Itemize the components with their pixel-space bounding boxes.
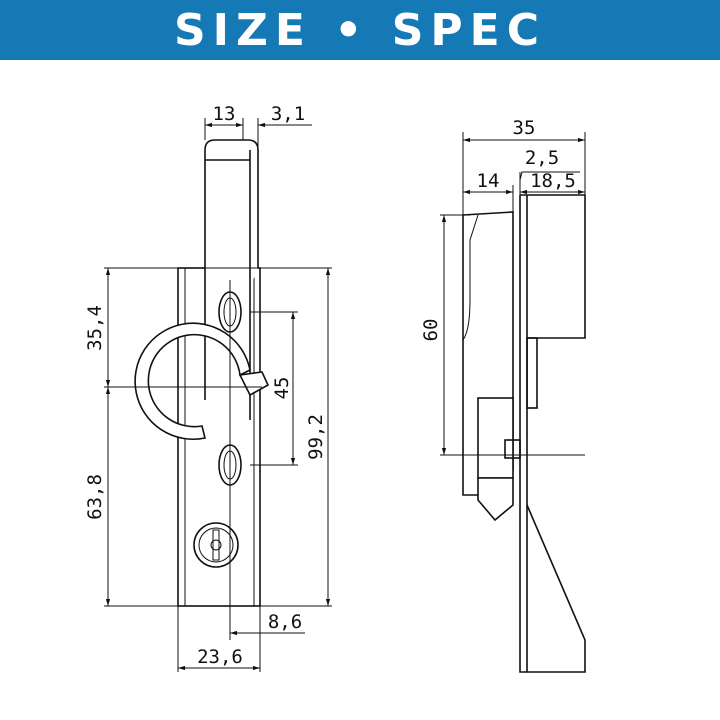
dim-lever-offset: 3,1 xyxy=(271,103,305,125)
key-cylinder xyxy=(193,522,239,568)
body-lower xyxy=(526,504,586,673)
dim-slot-offset: 8,6 xyxy=(268,611,302,633)
dim-upper-height: 35,4 xyxy=(84,305,106,351)
dim-total-height: 99,2 xyxy=(305,414,327,460)
dim-lower-height: 63,8 xyxy=(84,474,106,520)
front-view: 13 3,1 35,4 63,8 45 99,2 8,6 23,6 xyxy=(84,103,332,672)
dim-lever-width: 13 xyxy=(213,103,236,125)
latch-block xyxy=(477,397,514,479)
dim-lever-height: 60 xyxy=(420,319,442,342)
body-upper xyxy=(520,194,586,339)
dim-plate-width: 23,6 xyxy=(197,646,243,668)
dim-total-depth: 35 xyxy=(513,117,536,139)
header-banner: SIZE • SPEC xyxy=(0,0,720,60)
dim-plate-thickness: 2,5 xyxy=(525,147,559,169)
side-view: 35 2,5 14 18,5 60 xyxy=(420,117,586,673)
header-title: SIZE • SPEC xyxy=(173,4,547,56)
hook xyxy=(134,322,251,441)
dim-slot-pitch: 45 xyxy=(271,377,293,400)
dim-lever-depth: 14 xyxy=(477,170,500,192)
dim-body-depth: 18,5 xyxy=(530,170,576,192)
